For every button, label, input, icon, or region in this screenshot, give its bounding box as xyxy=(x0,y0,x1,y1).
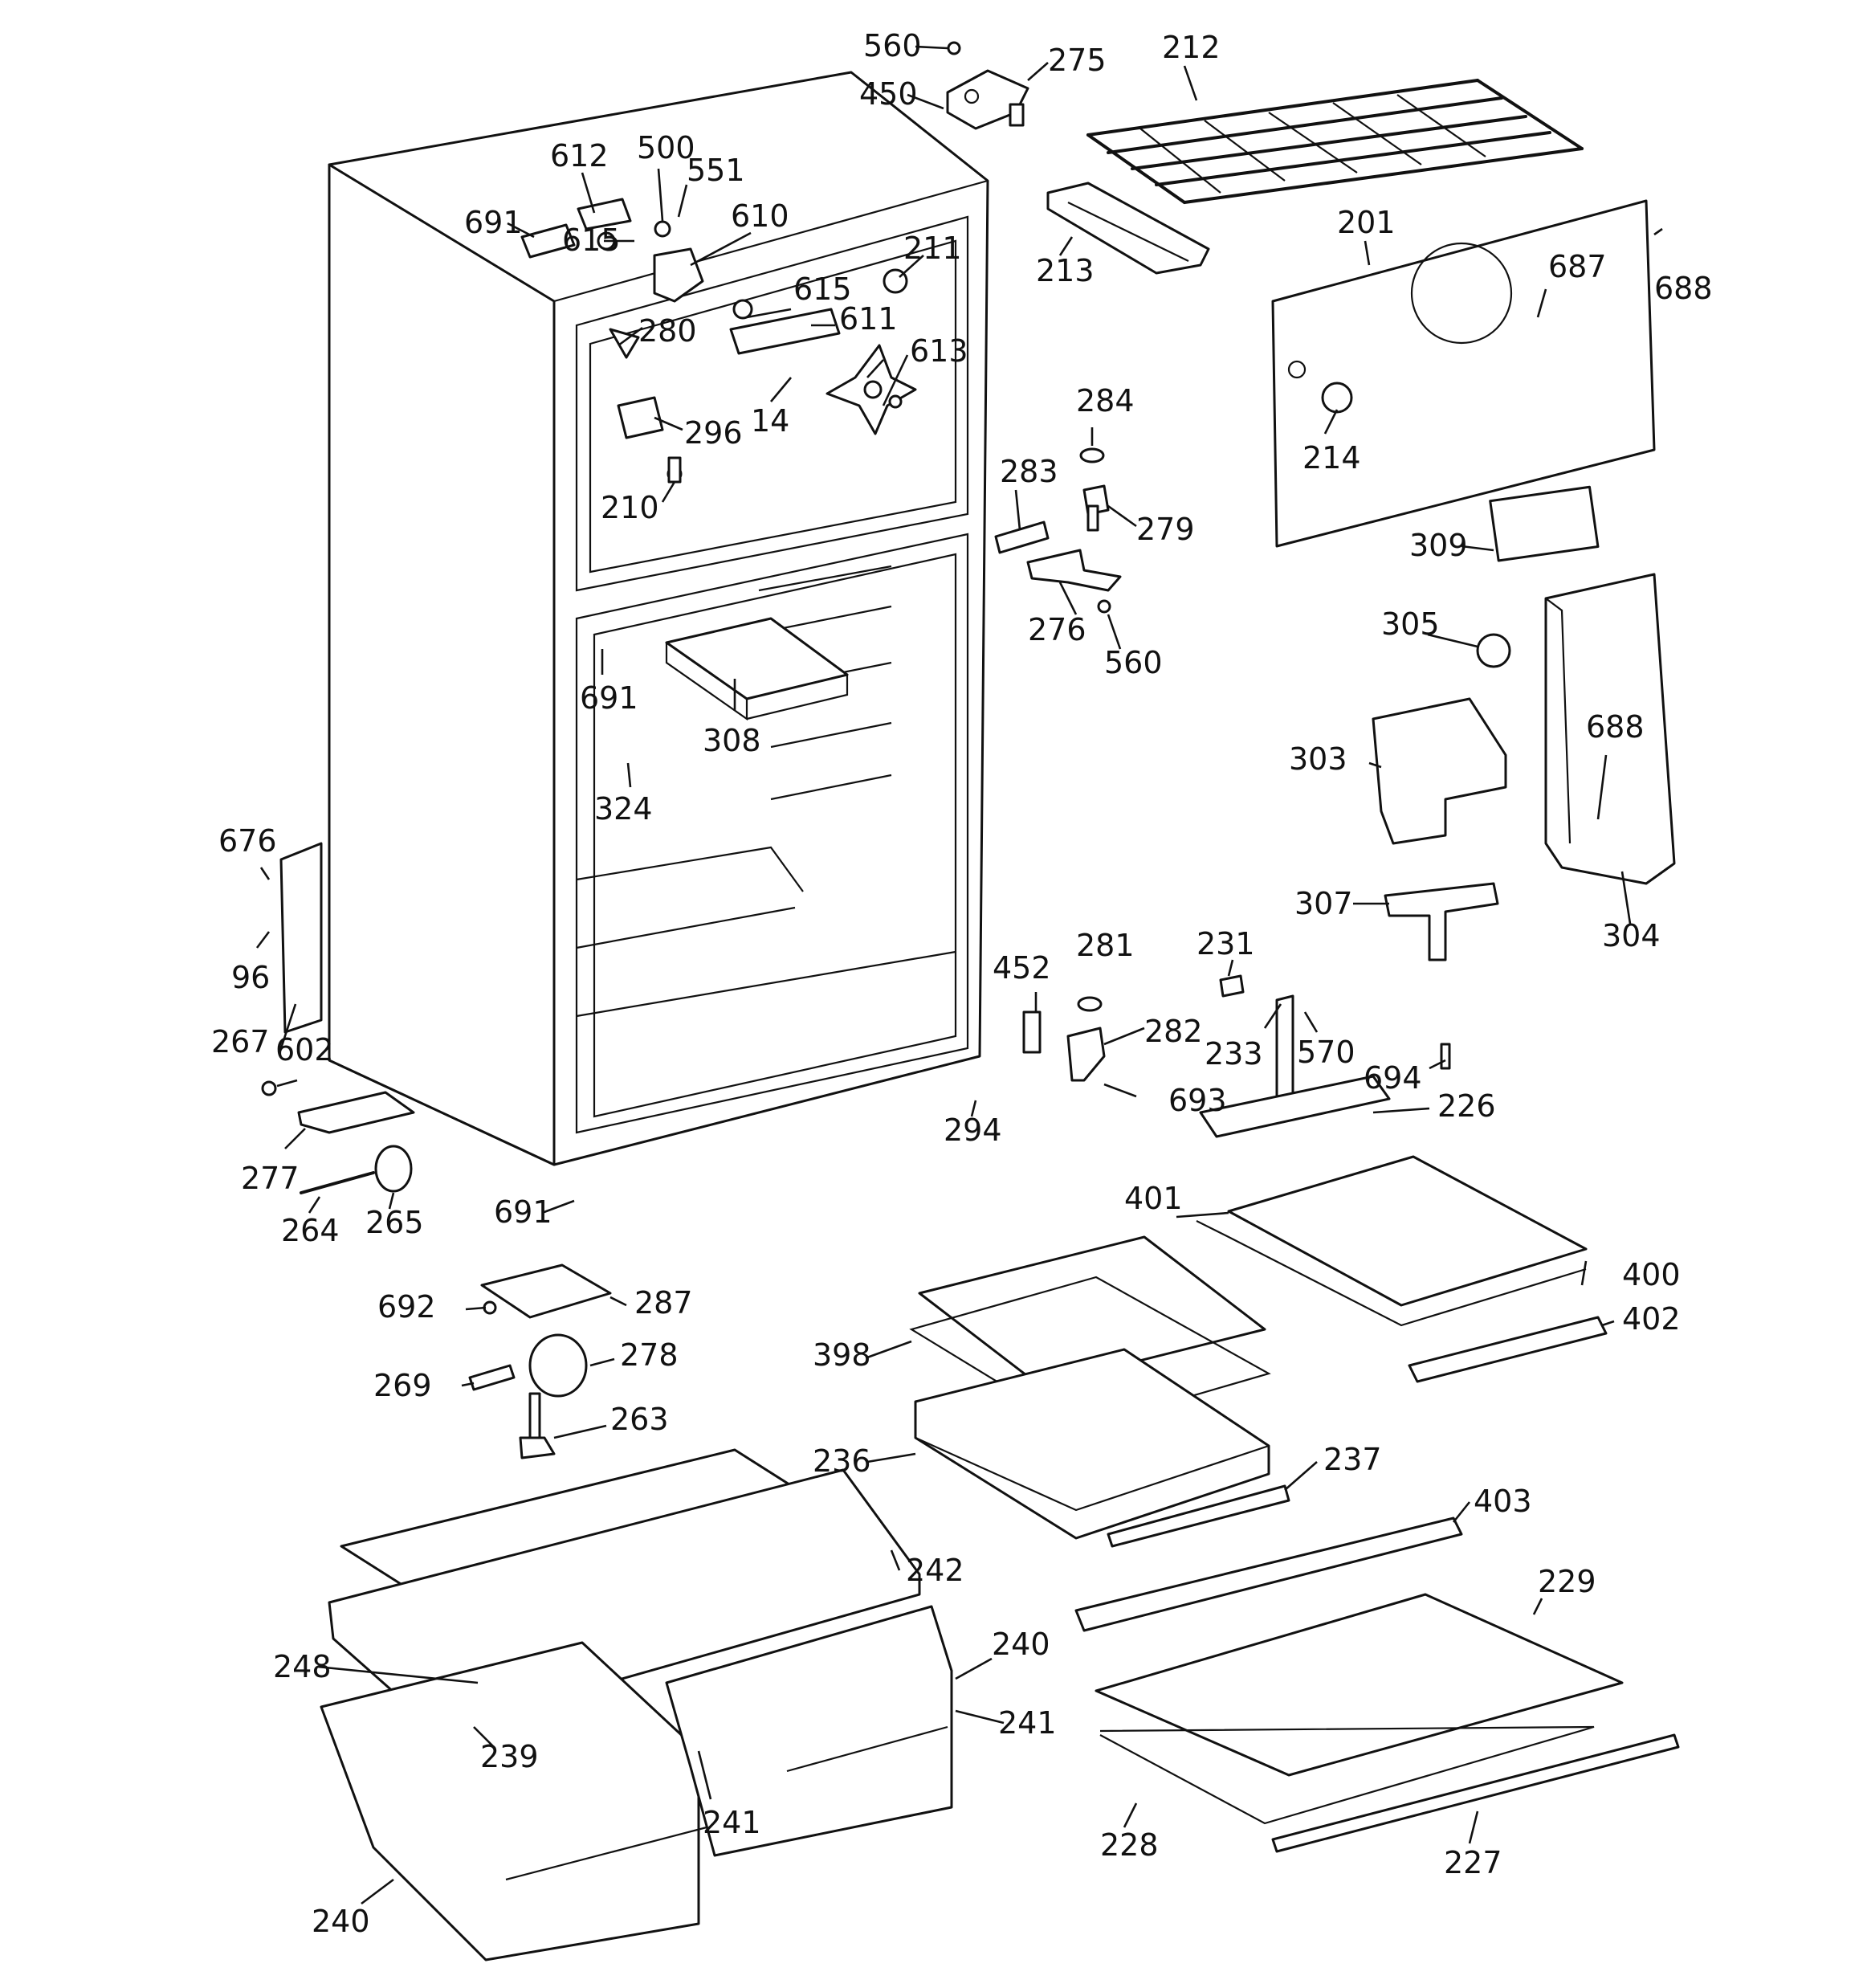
callout-613: 613 xyxy=(910,333,968,369)
callout-688: 688 xyxy=(1654,271,1713,306)
callout-560: 560 xyxy=(863,28,922,63)
callout-688: 688 xyxy=(1586,709,1645,745)
callout-233: 233 xyxy=(1205,1036,1263,1072)
callout-240: 240 xyxy=(312,1904,370,1939)
callout-294: 294 xyxy=(944,1112,1002,1148)
callout-275: 275 xyxy=(1048,43,1107,78)
callout-287: 287 xyxy=(634,1285,693,1321)
callout-281: 281 xyxy=(1076,928,1135,963)
callout-265: 265 xyxy=(365,1205,424,1240)
callout-691: 691 xyxy=(494,1194,552,1230)
fan-motor-assembly xyxy=(520,198,917,484)
callout-308: 308 xyxy=(703,723,761,758)
callout-263: 263 xyxy=(610,1402,669,1437)
callout-231: 231 xyxy=(1196,926,1255,961)
callout-269: 269 xyxy=(373,1368,432,1403)
callout-214: 214 xyxy=(1302,440,1361,476)
callout-211: 211 xyxy=(903,231,962,266)
callout-227: 227 xyxy=(1444,1845,1502,1880)
callout-248: 248 xyxy=(273,1649,332,1684)
callout-452: 452 xyxy=(993,950,1051,986)
callout-693: 693 xyxy=(1168,1083,1227,1118)
callout-280: 280 xyxy=(638,313,697,349)
callout-307: 307 xyxy=(1294,886,1353,921)
callout-240: 240 xyxy=(992,1627,1050,1662)
callout-304: 304 xyxy=(1602,918,1661,953)
callout-551: 551 xyxy=(687,153,745,188)
lower-glass-shelf xyxy=(1074,1517,1680,1853)
callout-239: 239 xyxy=(480,1739,539,1774)
callout-570: 570 xyxy=(1297,1035,1355,1070)
control-housing xyxy=(1372,573,1676,961)
air-baffle xyxy=(1489,485,1600,562)
callout-228: 228 xyxy=(1100,1827,1159,1863)
callout-612: 612 xyxy=(550,138,609,173)
callout-611: 611 xyxy=(839,301,898,337)
cabinet xyxy=(328,71,989,1166)
callout-450: 450 xyxy=(859,76,918,112)
evaporator-cover-panel xyxy=(1271,199,1656,548)
callout-309: 309 xyxy=(1409,528,1468,563)
freezer-wire-shelf xyxy=(1086,79,1584,204)
callout-610: 610 xyxy=(731,198,789,234)
hardware-column xyxy=(1022,974,1451,1110)
callout-284: 284 xyxy=(1076,383,1135,418)
callout-237: 237 xyxy=(1323,1442,1382,1477)
callout-296: 296 xyxy=(684,415,743,451)
callout-282: 282 xyxy=(1144,1014,1203,1049)
callout-694: 694 xyxy=(1364,1060,1422,1096)
callout-226: 226 xyxy=(1437,1088,1496,1124)
callout-401: 401 xyxy=(1124,1181,1183,1216)
callout-267: 267 xyxy=(211,1024,270,1059)
left-bracket-parts xyxy=(261,842,415,1194)
callout-242: 242 xyxy=(906,1553,964,1588)
callout-labels: 560 275 450 212 612 500 551 691 615 610 … xyxy=(211,28,1713,1939)
roller-assembly xyxy=(468,1263,612,1459)
callout-276: 276 xyxy=(1028,612,1086,647)
hinge-top xyxy=(946,41,1029,130)
bottom-pans xyxy=(320,1448,953,1961)
callout-212: 212 xyxy=(1162,30,1221,65)
callout-602: 602 xyxy=(275,1032,334,1067)
center-hinge-parts xyxy=(994,447,1122,614)
callout-283: 283 xyxy=(1000,454,1058,489)
callout-324: 324 xyxy=(594,791,653,827)
ice-tray xyxy=(1046,182,1210,275)
callout-305: 305 xyxy=(1381,606,1440,642)
callout-398: 398 xyxy=(813,1337,871,1373)
callout-277: 277 xyxy=(241,1161,300,1196)
callout-279: 279 xyxy=(1136,512,1195,547)
callout-14: 14 xyxy=(751,403,789,439)
callout-264: 264 xyxy=(281,1213,340,1248)
callout-676: 676 xyxy=(218,823,277,859)
callout-403: 403 xyxy=(1474,1484,1532,1519)
callout-229: 229 xyxy=(1538,1564,1596,1599)
callout-615: 615 xyxy=(562,222,621,258)
callout-236: 236 xyxy=(813,1443,871,1479)
crisper-pan xyxy=(914,1348,1290,1548)
callout-303: 303 xyxy=(1289,741,1347,777)
callout-692: 692 xyxy=(377,1289,436,1325)
callout-400: 400 xyxy=(1622,1257,1681,1292)
callout-241: 241 xyxy=(998,1705,1057,1741)
callout-402: 402 xyxy=(1622,1301,1681,1337)
leader-lines xyxy=(255,45,1663,1905)
callout-687: 687 xyxy=(1548,249,1607,284)
callout-500: 500 xyxy=(637,130,695,165)
callout-691: 691 xyxy=(464,205,523,240)
callout-615: 615 xyxy=(793,271,852,307)
callout-96: 96 xyxy=(231,960,270,995)
callout-201: 201 xyxy=(1337,205,1396,240)
callout-278: 278 xyxy=(620,1337,679,1373)
callout-210: 210 xyxy=(601,490,659,525)
callout-691: 691 xyxy=(580,680,638,716)
upper-glass-shelves xyxy=(909,1075,1608,1431)
callout-213: 213 xyxy=(1036,253,1095,288)
callout-241: 241 xyxy=(703,1805,761,1840)
callout-560: 560 xyxy=(1104,645,1163,680)
